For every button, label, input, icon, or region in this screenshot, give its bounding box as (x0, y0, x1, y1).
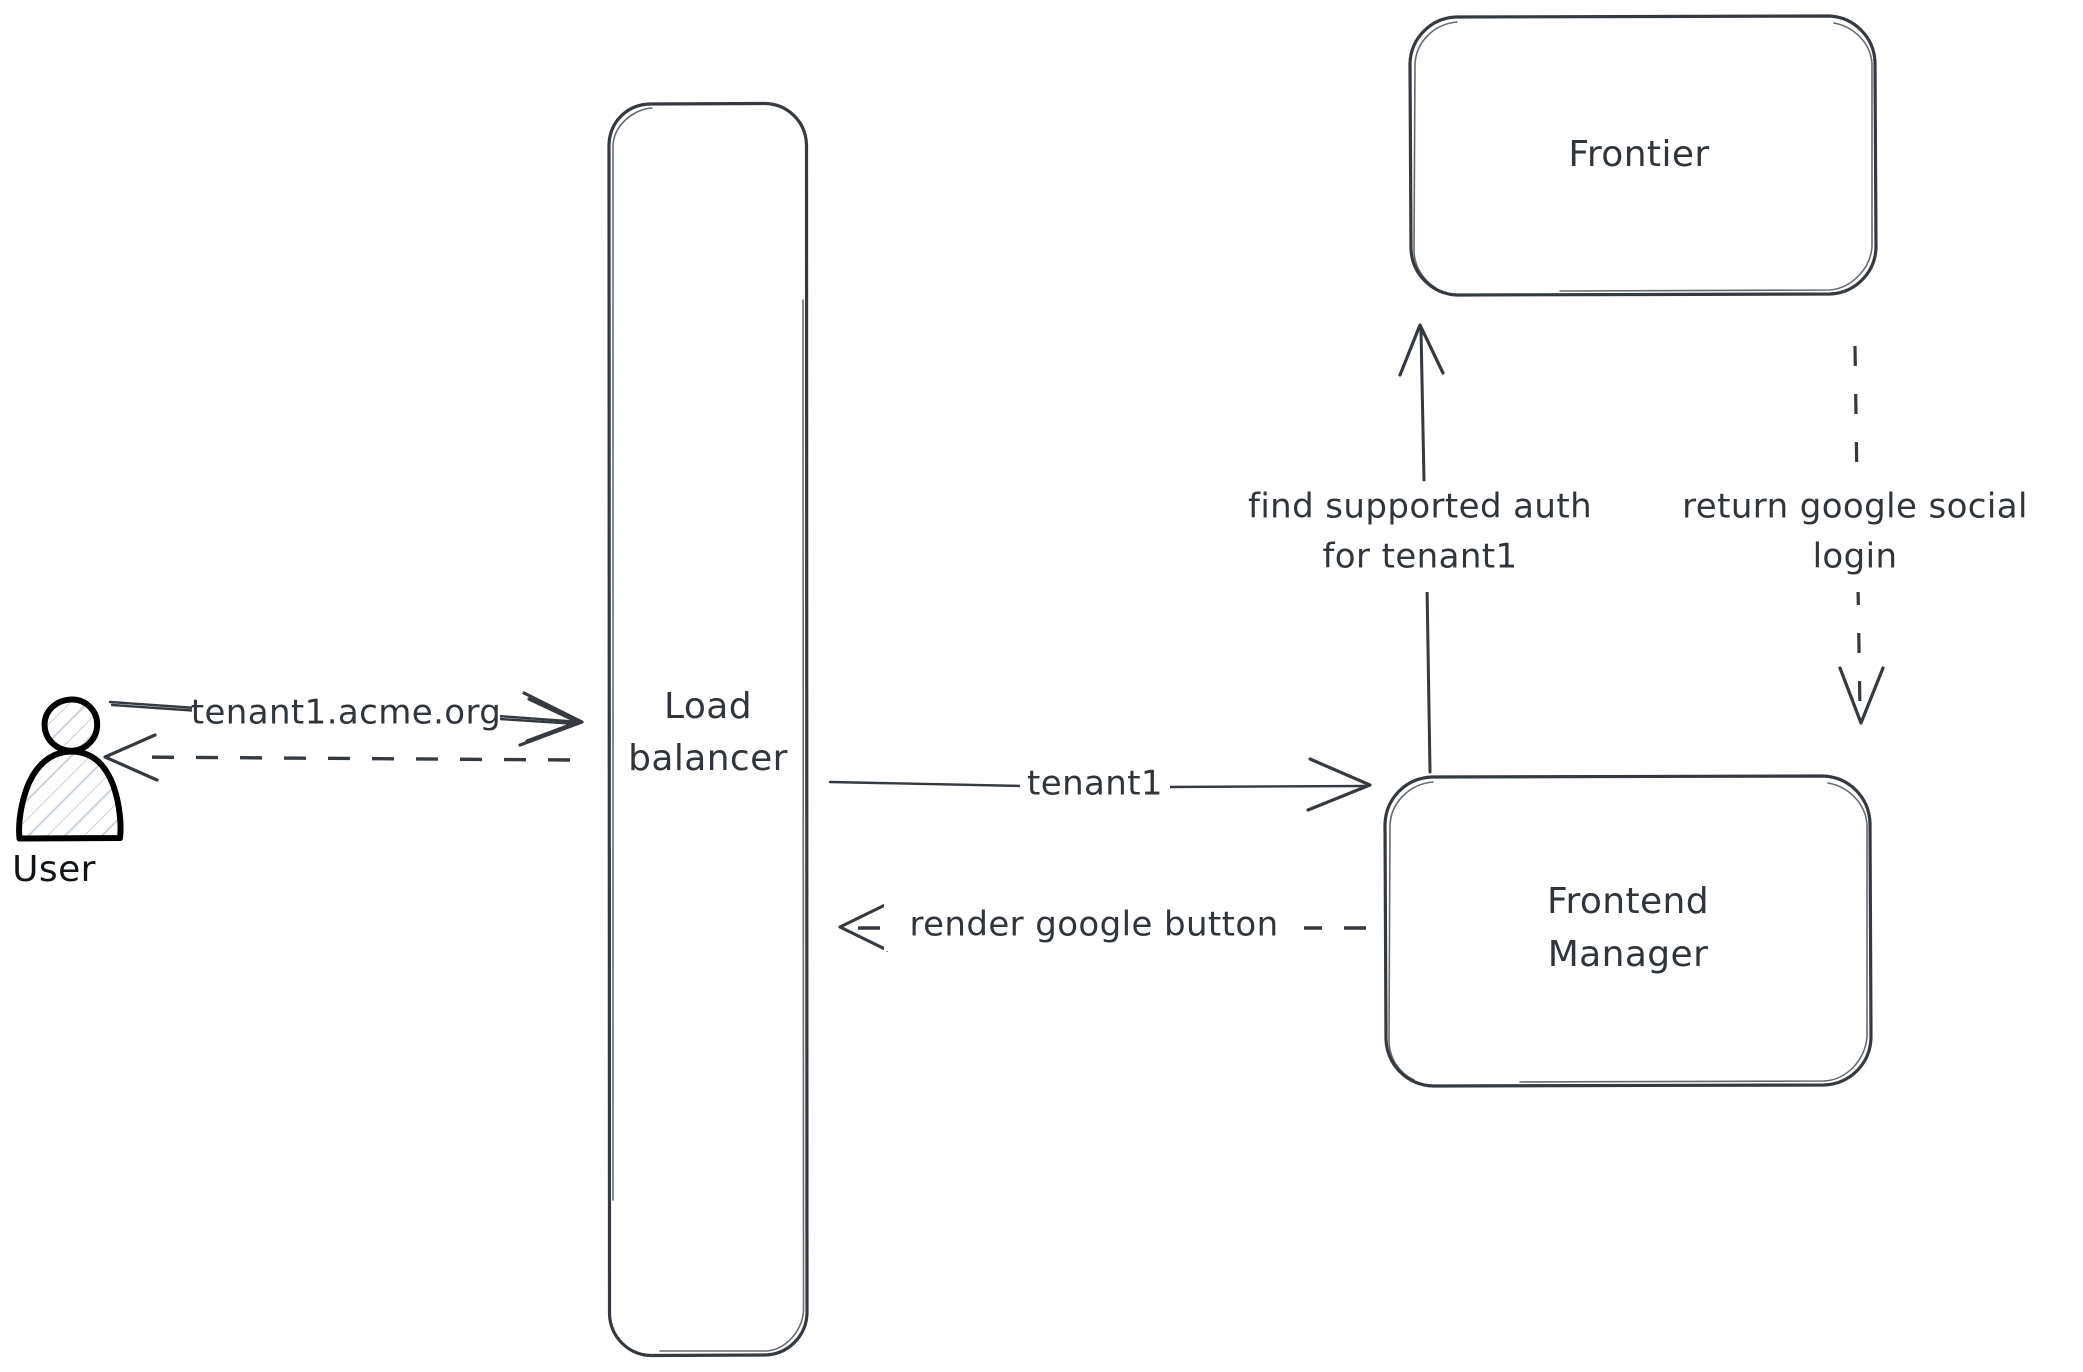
frontend-manager-label-line1: Frontend (1547, 881, 1709, 922)
node-user[interactable]: User (12, 696, 124, 890)
node-frontier[interactable]: Frontier (1408, 14, 1878, 297)
edge-label-return-google-social-line2: login (1813, 537, 1898, 577)
edge-label-return-google-social-line1: return google social (1682, 487, 2028, 527)
load-balancer-label-line2: balancer (628, 738, 788, 779)
edge-label-render-google-button: render google button (909, 905, 1278, 945)
edge-label-tenant1-acme-org: tenant1.acme.org (191, 693, 502, 733)
frontier-label: Frontier (1568, 134, 1709, 175)
edge-label-find-supported-auth-line2: for tenant1 (1322, 537, 1517, 577)
edge-user-to-lb[interactable]: tenant1.acme.org (108, 690, 584, 747)
node-load-balancer[interactable]: Load balancer (607, 101, 809, 1358)
load-balancer-label-line1: Load (664, 686, 752, 727)
edge-lb-to-user[interactable] (103, 733, 571, 782)
edge-label-tenant1: tenant1 (1027, 764, 1163, 804)
edge-lb-to-fm[interactable]: tenant1 (828, 757, 1372, 812)
node-frontend-manager[interactable]: Frontend Manager (1383, 774, 1873, 1088)
frontend-manager-label-line2: Manager (1548, 934, 1709, 975)
edge-label-find-supported-auth-line1: find supported auth (1248, 487, 1592, 527)
user-actor-icon (16, 696, 124, 842)
edge-fm-to-lb[interactable]: render google button (838, 903, 1366, 952)
user-label: User (12, 849, 96, 890)
edge-fm-to-frontier[interactable]: find supported auth for tenant1 (1215, 323, 1625, 774)
edge-frontier-to-fm[interactable]: return google social login (1650, 345, 2060, 725)
